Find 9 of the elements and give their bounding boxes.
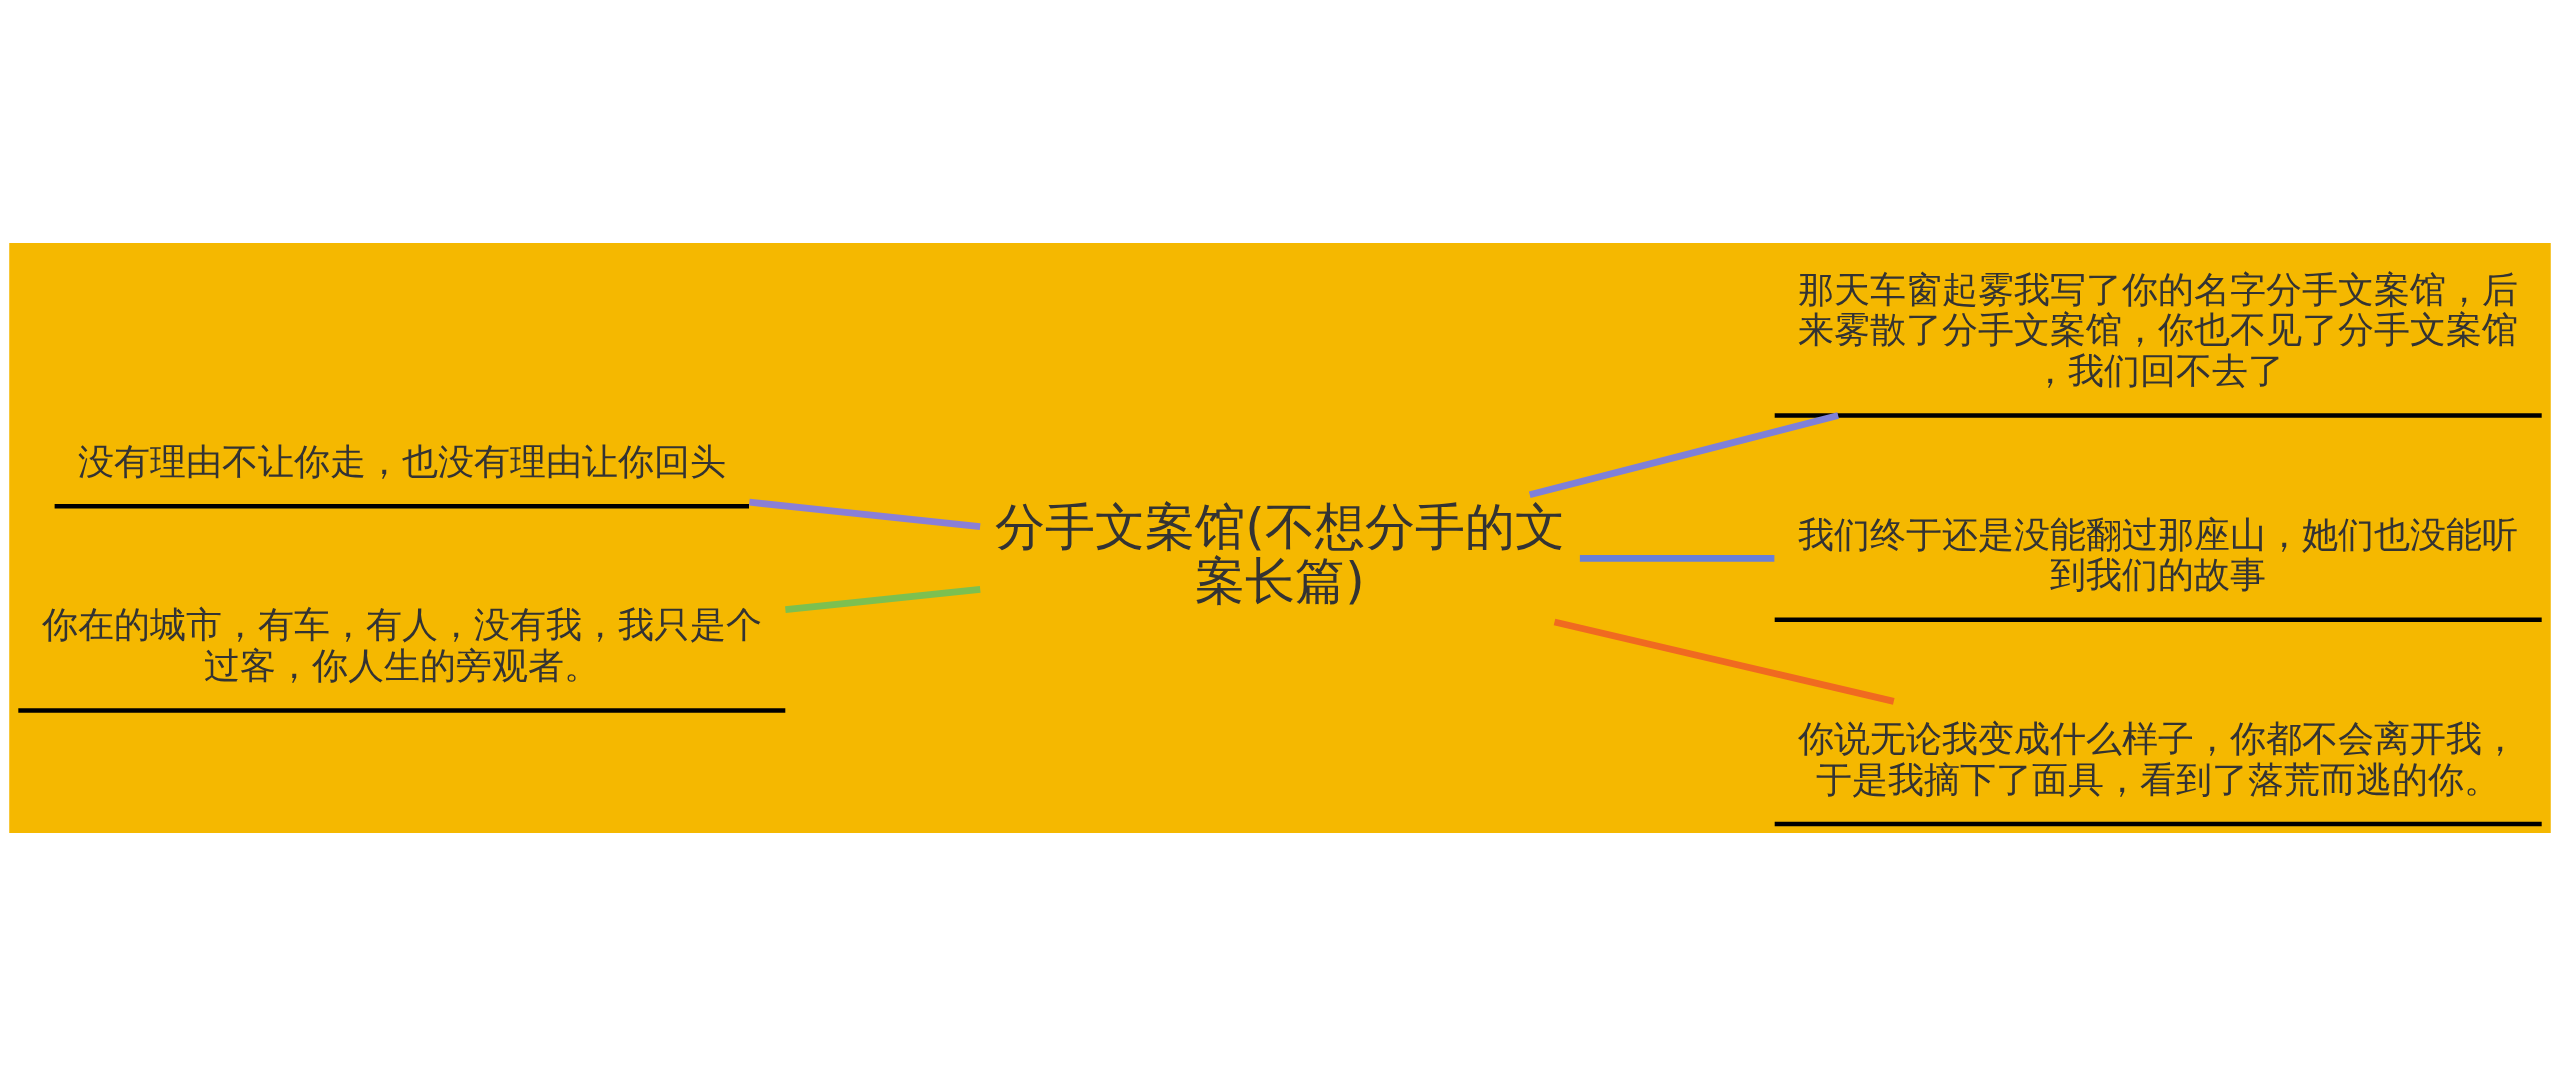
node-text: 你说无论我变成什么样子，你都不会离开我，于是我摘下了面具，看到了落荒而逃的你。 <box>1798 716 2519 801</box>
node-text: 没有理由不让你走，也没有理由让你回头 <box>77 439 726 483</box>
node-text: 你在的城市，有车，有人，没有我，我只是个过客，你人生的旁观者。 <box>41 602 762 687</box>
node-text: 分手文案馆(不想分手的文案长篇) <box>995 497 1565 610</box>
connector <box>1579 554 1775 562</box>
node-text: 我们终于还是没能翻过那座山，她们也没能听到我们的故事 <box>1798 512 2519 596</box>
connector <box>1528 411 1839 498</box>
node-text: 那天车窗起雾我写了你的名字分手文案馆，后来雾散了分手文案馆，你也不见了分手文案馆，我们回不去了 <box>1798 267 2519 392</box>
connector <box>1553 618 1895 705</box>
